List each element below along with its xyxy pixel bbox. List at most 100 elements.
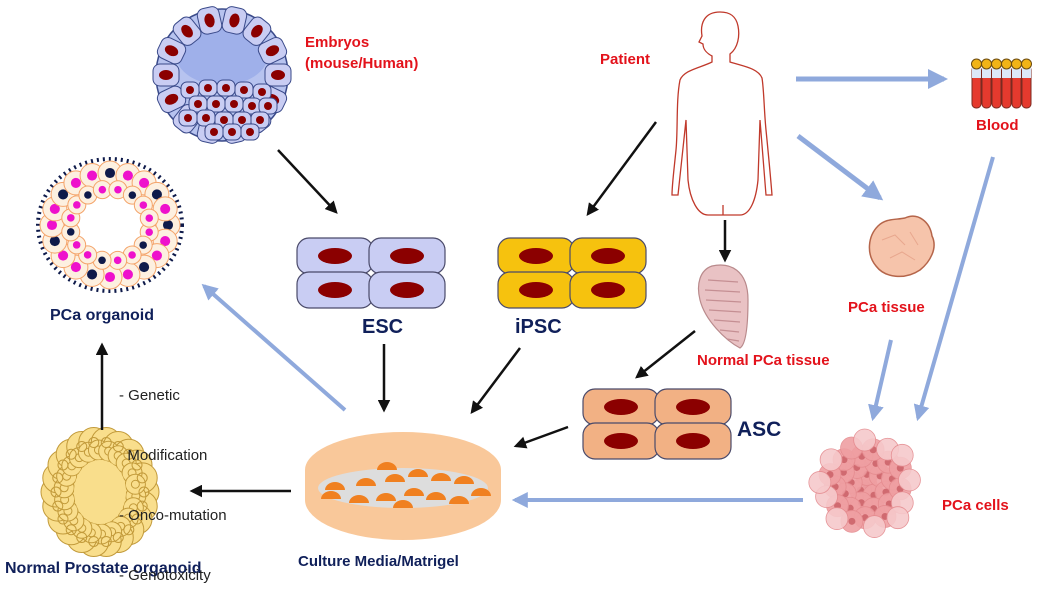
blood-label: Blood bbox=[976, 117, 1019, 134]
pca-organoid-nucleus bbox=[128, 251, 136, 259]
organoid-nucleus bbox=[88, 535, 100, 547]
tube-cap bbox=[981, 58, 992, 70]
pca-tissue-icon bbox=[868, 215, 935, 278]
tube-plasma bbox=[972, 66, 981, 78]
embryo-inner-nucleus bbox=[210, 128, 218, 136]
pca-organoid-nucleus bbox=[122, 170, 133, 181]
organoid-dome bbox=[431, 473, 451, 481]
tube-plasma bbox=[992, 66, 1001, 78]
pca-organoid-nucleus bbox=[139, 241, 147, 249]
pca-organoid-label: PCa organoid bbox=[50, 307, 155, 324]
patient-body-icon bbox=[671, 11, 773, 216]
embryos-label-line2: (mouse/Human) bbox=[305, 55, 419, 72]
organoid-nucleus bbox=[112, 441, 124, 453]
tube-cap bbox=[1001, 58, 1012, 70]
embryo-nucleus bbox=[159, 70, 173, 80]
ipsc-cells-icon bbox=[497, 237, 647, 309]
ipsc-label: iPSC bbox=[515, 316, 562, 338]
nucleus bbox=[390, 248, 424, 264]
embryo-inner-nucleus bbox=[228, 128, 236, 136]
pca-organoid-icon bbox=[36, 157, 184, 293]
pca-organoid-nucleus bbox=[104, 271, 116, 283]
pca-organoid-nucleus bbox=[113, 256, 122, 265]
organoid-dome bbox=[321, 491, 341, 499]
cancer-nucleus bbox=[848, 517, 856, 525]
organoid-nucleus bbox=[130, 479, 140, 489]
pca-organoid-nucleus bbox=[58, 189, 69, 200]
organoid-nucleus bbox=[100, 437, 112, 449]
pca-organoid-nucleus bbox=[122, 269, 133, 280]
cancer-cell bbox=[853, 428, 877, 452]
arrow-culture-to-pca-organoid bbox=[201, 283, 347, 412]
tube-cap bbox=[1011, 58, 1022, 70]
pca-organoid-nucleus bbox=[58, 250, 69, 261]
pca-organoid-nucleus bbox=[72, 241, 81, 249]
organoid-nucleus bbox=[123, 448, 135, 460]
nucleus bbox=[676, 433, 710, 449]
organoid-nucleus bbox=[100, 535, 112, 547]
embryo-inner-nucleus bbox=[222, 84, 230, 92]
normal-prostate-organoid-icon bbox=[40, 427, 160, 557]
organoid-nucleus bbox=[112, 531, 124, 543]
pca-organoid-nucleus bbox=[70, 262, 81, 273]
embryo-nucleus bbox=[251, 24, 263, 38]
embryo-nucleus bbox=[229, 13, 240, 28]
note-modification: Modification bbox=[119, 447, 208, 464]
organoid-center bbox=[74, 460, 126, 524]
embryo-inner-nucleus bbox=[248, 102, 256, 110]
embryo-icon bbox=[152, 6, 292, 144]
pca-organoid-nucleus bbox=[160, 203, 171, 214]
pca-organoid-nucleus bbox=[139, 177, 150, 188]
normal-organoid-label: Normal Prostate organoid bbox=[5, 560, 202, 577]
organoid-nucleus bbox=[136, 472, 148, 484]
patient-label: Patient bbox=[600, 51, 651, 68]
cancer-cell bbox=[819, 448, 843, 472]
pca-organoid-lumen bbox=[82, 205, 138, 249]
nucleus bbox=[604, 399, 638, 415]
embryo-nucleus bbox=[164, 45, 179, 57]
arrow-patient-to-ipsc bbox=[586, 121, 658, 217]
asc-cells-icon bbox=[582, 388, 732, 460]
nucleus bbox=[318, 248, 352, 264]
arrow-patient-to-pca-tissue bbox=[796, 134, 884, 201]
pca-cells-label: PCa cells bbox=[942, 497, 1009, 514]
culture-label: Culture Media/Matrigel bbox=[298, 553, 459, 570]
tube-cap bbox=[991, 58, 1002, 70]
organoid-dome bbox=[454, 476, 474, 484]
embryo-nucleus bbox=[265, 45, 280, 57]
note-onco-mutation: - Onco-mutation bbox=[119, 507, 227, 524]
embryo-inner-nucleus bbox=[186, 86, 194, 94]
pca-organoid-nucleus bbox=[67, 214, 75, 222]
organoid-nucleus bbox=[123, 524, 135, 536]
pca-organoid-nucleus bbox=[84, 191, 92, 199]
embryo-nucleus bbox=[164, 93, 179, 105]
organoid-nucleus bbox=[131, 513, 143, 525]
organoid-dome bbox=[385, 474, 405, 482]
embryo-inner-nucleus bbox=[264, 102, 272, 110]
organoid-nucleus bbox=[52, 472, 64, 484]
asc-label: ASC bbox=[737, 418, 782, 441]
normal-prostate-tissue-icon bbox=[697, 264, 749, 349]
embryo-inner-nucleus bbox=[256, 116, 264, 124]
note-genetic: - Genetic bbox=[119, 387, 180, 404]
arrow-asc-to-culture bbox=[513, 425, 569, 449]
nucleus bbox=[390, 282, 424, 298]
pca-organoid-nucleus bbox=[114, 185, 122, 194]
organoid-nucleus bbox=[65, 524, 77, 536]
organoid-dome bbox=[471, 488, 491, 496]
pca-organoid-nucleus bbox=[162, 219, 174, 231]
arrow-ipsc-to-culture bbox=[470, 347, 521, 414]
esc-cells-icon bbox=[296, 237, 446, 309]
pca-organoid-nucleus bbox=[139, 201, 148, 209]
embryo-nucleus bbox=[271, 70, 285, 80]
embryo-inner-nucleus bbox=[240, 86, 248, 94]
pca-organoid-nucleus bbox=[98, 185, 107, 194]
pca-organoid-nucleus bbox=[151, 250, 162, 261]
embryo-inner-nucleus bbox=[194, 100, 202, 108]
modification-notes: - Genetic Modification - Onco-mutation -… bbox=[119, 346, 227, 606]
blood-tubes-icon bbox=[971, 58, 1032, 109]
pca-organoid-nucleus bbox=[160, 236, 171, 247]
organoid-dome bbox=[377, 462, 397, 470]
cancer-cell bbox=[890, 443, 914, 467]
tube-plasma bbox=[1012, 66, 1021, 78]
